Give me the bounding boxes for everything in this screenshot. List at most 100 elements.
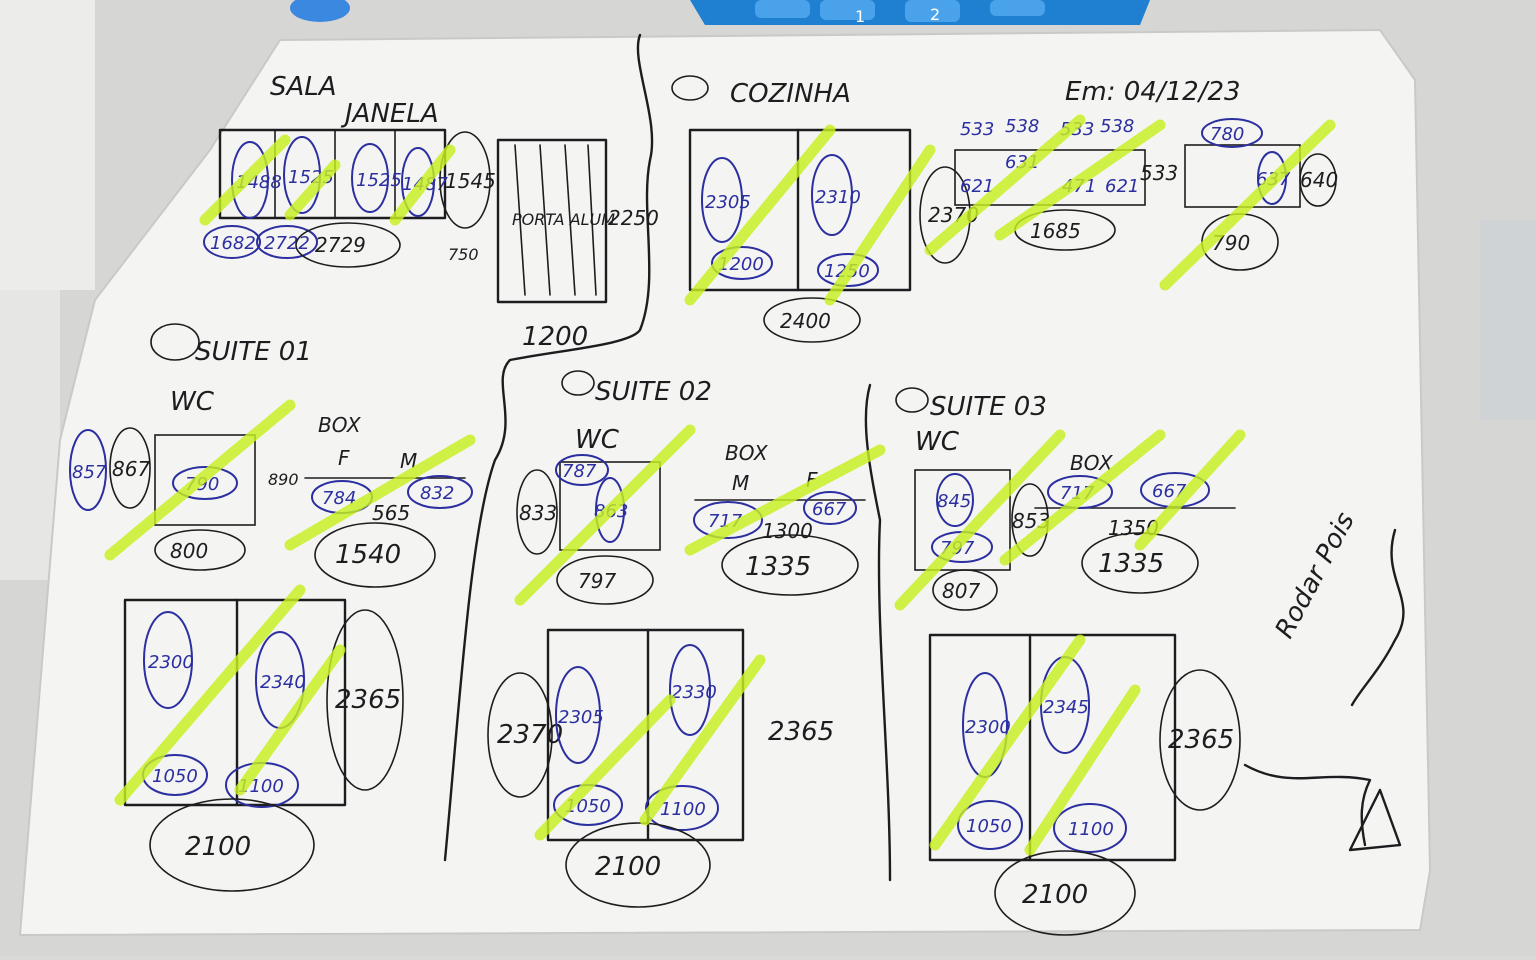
calc-key-2: 2 — [930, 5, 940, 24]
highlighter-stroke — [104, 399, 296, 561]
sala-h-right: 1545 — [445, 169, 496, 193]
suite02-wc: WC — [575, 425, 620, 455]
suite03-door-1: 2300 — [965, 717, 1011, 738]
suite01-box-f: F — [338, 446, 350, 470]
suite02-door-4: 2365 — [768, 717, 834, 747]
sala-porta-w: 1200 — [522, 322, 588, 352]
suite01-door-6: 2100 — [185, 832, 251, 862]
highlighter-stroke — [534, 694, 676, 841]
highlighter-stroke — [999, 429, 1166, 566]
sala-bottom1: 1682 — [210, 233, 256, 254]
suite01-door-3: 2365 — [335, 685, 401, 715]
suite03-door-3: 2365 — [1168, 725, 1234, 755]
paper-sheet — [18, 28, 1432, 937]
suite02-door-6: 1100 — [660, 799, 706, 820]
sala-bottom2: 2722 — [264, 233, 310, 254]
suite02-box-2: 667 — [812, 499, 847, 520]
cozinha-small-3: 640 — [1300, 168, 1338, 192]
sala-porta-h: 2250 — [608, 206, 659, 230]
highlighter-stroke — [514, 424, 696, 606]
suite01-door-4: 1050 — [152, 766, 198, 787]
highlighter-stroke — [894, 429, 1066, 611]
suite01-box-1: 784 — [322, 488, 356, 509]
suite02-box-4: 1335 — [745, 552, 811, 582]
suite01-box-2: 565 — [372, 501, 410, 525]
cozinha-right-h: 2310 — [815, 187, 861, 208]
suite03-title: SUITE 03 — [930, 392, 1047, 422]
highlighter-stroke — [929, 634, 1086, 851]
suite03-door-2: 2345 — [1043, 697, 1089, 718]
suite02-door-1: 2370 — [497, 720, 563, 750]
cozinha-1685: 1685 — [1030, 219, 1081, 243]
suite02-wc-frame — [559, 461, 661, 551]
highlighter-marks — [104, 114, 1336, 856]
suite03-wc: WC — [915, 427, 960, 457]
suite01-wc-4: 890 — [268, 470, 299, 489]
suite01-wc: WC — [170, 387, 215, 417]
suite02-wc-2: 833 — [519, 501, 557, 525]
cozinha-mid-1: 621 — [960, 176, 994, 197]
highlighter-stroke — [114, 584, 306, 806]
highlighter-stroke — [639, 654, 766, 826]
sala-bottom3: 2729 — [315, 233, 366, 257]
suite01-box-3: 832 — [420, 483, 454, 504]
highlighter-stroke — [234, 644, 346, 796]
cozinha-left-h: 2305 — [705, 192, 751, 213]
suite01-box: BOX — [318, 413, 362, 437]
blue-object — [290, 0, 350, 22]
highlighter-stroke — [994, 119, 1166, 241]
cozinha-small-1: 780 — [1210, 124, 1244, 145]
sala-side: 750 — [448, 245, 479, 264]
suite02-wc-4: 797 — [578, 569, 616, 593]
suite01-section: SUITE 01 WC BOX 857 867 790 890 800 F M … — [69, 323, 473, 892]
suite02-title: SUITE 02 — [595, 377, 712, 407]
suite03-wc-4: 807 — [942, 579, 980, 603]
suite02-wc-1: 787 — [562, 461, 597, 482]
suite01-title: SUITE 01 — [195, 337, 312, 367]
highlighter-stroke — [284, 159, 341, 221]
sala-title: SALA — [270, 72, 337, 102]
sala-porta-label: PORTA ALUM — [512, 210, 615, 229]
suite02-door-frame — [546, 628, 745, 842]
suite02-box-m: M — [732, 471, 749, 495]
suite02-box: BOX — [725, 441, 769, 465]
cozinha-mid-4: 621 — [1105, 176, 1139, 197]
suite01-door-1: 2300 — [148, 652, 194, 673]
suite02-door-3: 2330 — [671, 682, 717, 703]
sala-w3: 1525 — [356, 170, 402, 191]
suite01-wc-1: 857 — [72, 462, 107, 483]
highlighter-stroke — [199, 134, 291, 226]
cozinha-upper-2: 538 — [1005, 116, 1039, 137]
suite03-door-6: 2100 — [1022, 880, 1088, 910]
calculator: 1 2 — [690, 0, 1150, 26]
highlighter-stroke — [684, 444, 886, 556]
suite01-door-frame — [123, 598, 347, 807]
highlighter-stroke — [924, 114, 1086, 256]
highlighter-stroke — [824, 144, 936, 306]
sala-window-frame — [218, 128, 447, 220]
suite01-wc-5: 800 — [170, 539, 208, 563]
cozinha-width: 2400 — [780, 309, 831, 333]
cozinha-title: COZINHA — [730, 79, 851, 109]
highlighter-stroke — [389, 144, 456, 226]
cozinha-door-frame — [688, 128, 912, 292]
calc-key-1: 1 — [855, 7, 865, 26]
cozinha-upper-4: 538 — [1100, 116, 1134, 137]
highlighter-stroke — [284, 434, 476, 551]
highlighter-stroke — [1159, 119, 1336, 291]
suite01-wc-frame — [154, 434, 256, 526]
suite01-box-4: 1540 — [335, 540, 401, 570]
suite02-door-2: 2305 — [558, 707, 604, 728]
suite03-section: SUITE 03 WC BOX 845 797 853 807 717 667 … — [895, 387, 1241, 936]
suite03-wc-1: 845 — [937, 491, 971, 512]
cozinha-upper-1: 533 — [960, 119, 994, 140]
suite03-door-frame — [928, 633, 1177, 862]
suite02-door-7: 2100 — [595, 852, 661, 882]
cozinha-right-val: 533 — [1140, 161, 1178, 185]
suite01-wc-2: 867 — [112, 457, 150, 481]
suite03-door-4: 1050 — [966, 816, 1012, 837]
left-paper-stack — [0, 0, 95, 290]
suite01-door-2: 2340 — [260, 672, 306, 693]
highlighter-stroke — [684, 124, 836, 306]
